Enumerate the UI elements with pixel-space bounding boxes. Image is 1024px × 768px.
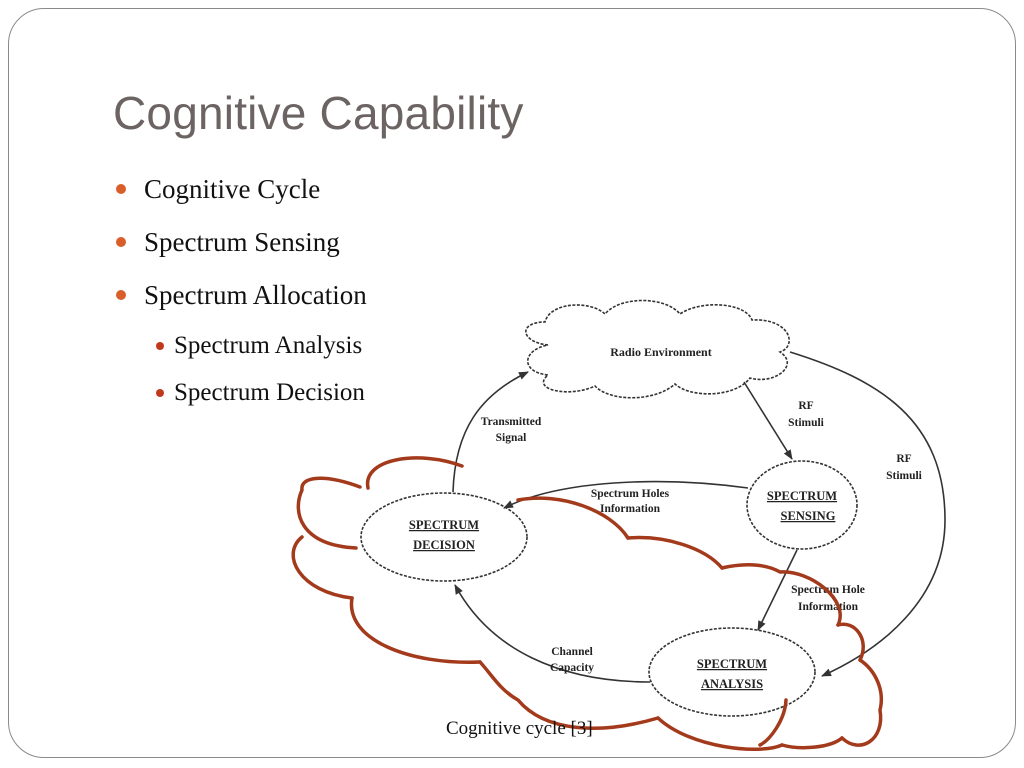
rf-stimuli-to-analysis-arrow bbox=[789, 351, 946, 677]
highlight-cloud bbox=[291, 456, 883, 751]
bullet-dot-icon bbox=[116, 290, 126, 300]
bullet-text: Spectrum Sensing bbox=[144, 227, 340, 257]
sub-bullet-text: Spectrum Analysis bbox=[174, 332, 363, 359]
bullet-item: Spectrum Sensing bbox=[116, 223, 367, 276]
spectrum-holes-information-label-line1: Spectrum Holes bbox=[591, 488, 670, 500]
spectrum-sensing-line2: SENSING bbox=[781, 509, 836, 523]
spectrum-hole-information-label-line2: Information bbox=[798, 601, 859, 613]
bullet-dot-icon bbox=[116, 184, 126, 194]
bullet-dot-icon bbox=[116, 237, 126, 247]
channel-capacity-label-line1: Channel bbox=[551, 646, 593, 658]
channel-capacity-arrow bbox=[454, 584, 651, 683]
figure-caption: Cognitive cycle [3] bbox=[446, 718, 593, 739]
spectrum-decision-line1: SPECTRUM bbox=[409, 518, 479, 532]
bullet-text: Spectrum Allocation bbox=[144, 280, 367, 310]
spectrum-holes-information-label-line2: Information bbox=[600, 503, 661, 515]
spectrum-decision-node: SPECTRUM DECISION bbox=[360, 492, 528, 582]
slide-frame bbox=[8, 8, 1016, 758]
spectrum-decision-line2: DECISION bbox=[413, 538, 475, 552]
radio-environment-node: Radio Environment bbox=[525, 299, 790, 399]
spectrum-analysis-line2: ANALYSIS bbox=[701, 677, 763, 691]
spectrum-hole-information-arrow bbox=[757, 549, 798, 631]
slide-title: Cognitive Capability bbox=[113, 87, 524, 139]
sub-bullet-text: Spectrum Decision bbox=[174, 379, 365, 406]
sub-bullet-dot-icon bbox=[156, 389, 164, 397]
rf-stimuli-analysis-label-line2: Stimuli bbox=[886, 470, 923, 482]
bullet-text: Cognitive Cycle bbox=[144, 174, 321, 204]
spectrum-sensing-line1: SPECTRUM bbox=[767, 489, 837, 503]
sub-bullet-item: Spectrum Analysis bbox=[116, 329, 367, 376]
bullet-item: Spectrum Allocation bbox=[116, 276, 367, 329]
rf-stimuli-sensing-label-line2: Stimuli bbox=[788, 417, 825, 429]
sub-bullet-dot-icon bbox=[156, 342, 164, 350]
spectrum-analysis-line1: SPECTRUM bbox=[697, 657, 767, 671]
sub-bullet-item: Spectrum Decision bbox=[116, 376, 367, 423]
rf-stimuli-to-sensing-arrow bbox=[743, 381, 793, 460]
transmitted-signal-arrow bbox=[452, 371, 529, 493]
transmitted-signal-label-line2: Signal bbox=[496, 432, 527, 444]
edge-labels: Transmitted Signal RF Stimuli RF Stimuli… bbox=[481, 400, 923, 674]
spectrum-analysis-node: SPECTRUM ANALYSIS bbox=[648, 627, 816, 717]
bullet-item: Cognitive Cycle bbox=[116, 170, 367, 223]
rf-stimuli-analysis-label-line1: RF bbox=[896, 453, 911, 465]
transmitted-signal-label-line1: Transmitted bbox=[481, 416, 542, 428]
spectrum-sensing-node: SPECTRUM SENSING bbox=[746, 460, 858, 550]
bullet-list: Cognitive Cycle Spectrum Sensing Spectru… bbox=[116, 170, 367, 423]
channel-capacity-label-line2: Capacity bbox=[550, 662, 594, 674]
rf-stimuli-sensing-label-line1: RF bbox=[798, 400, 813, 412]
radio-environment-label: Radio Environment bbox=[610, 345, 711, 359]
